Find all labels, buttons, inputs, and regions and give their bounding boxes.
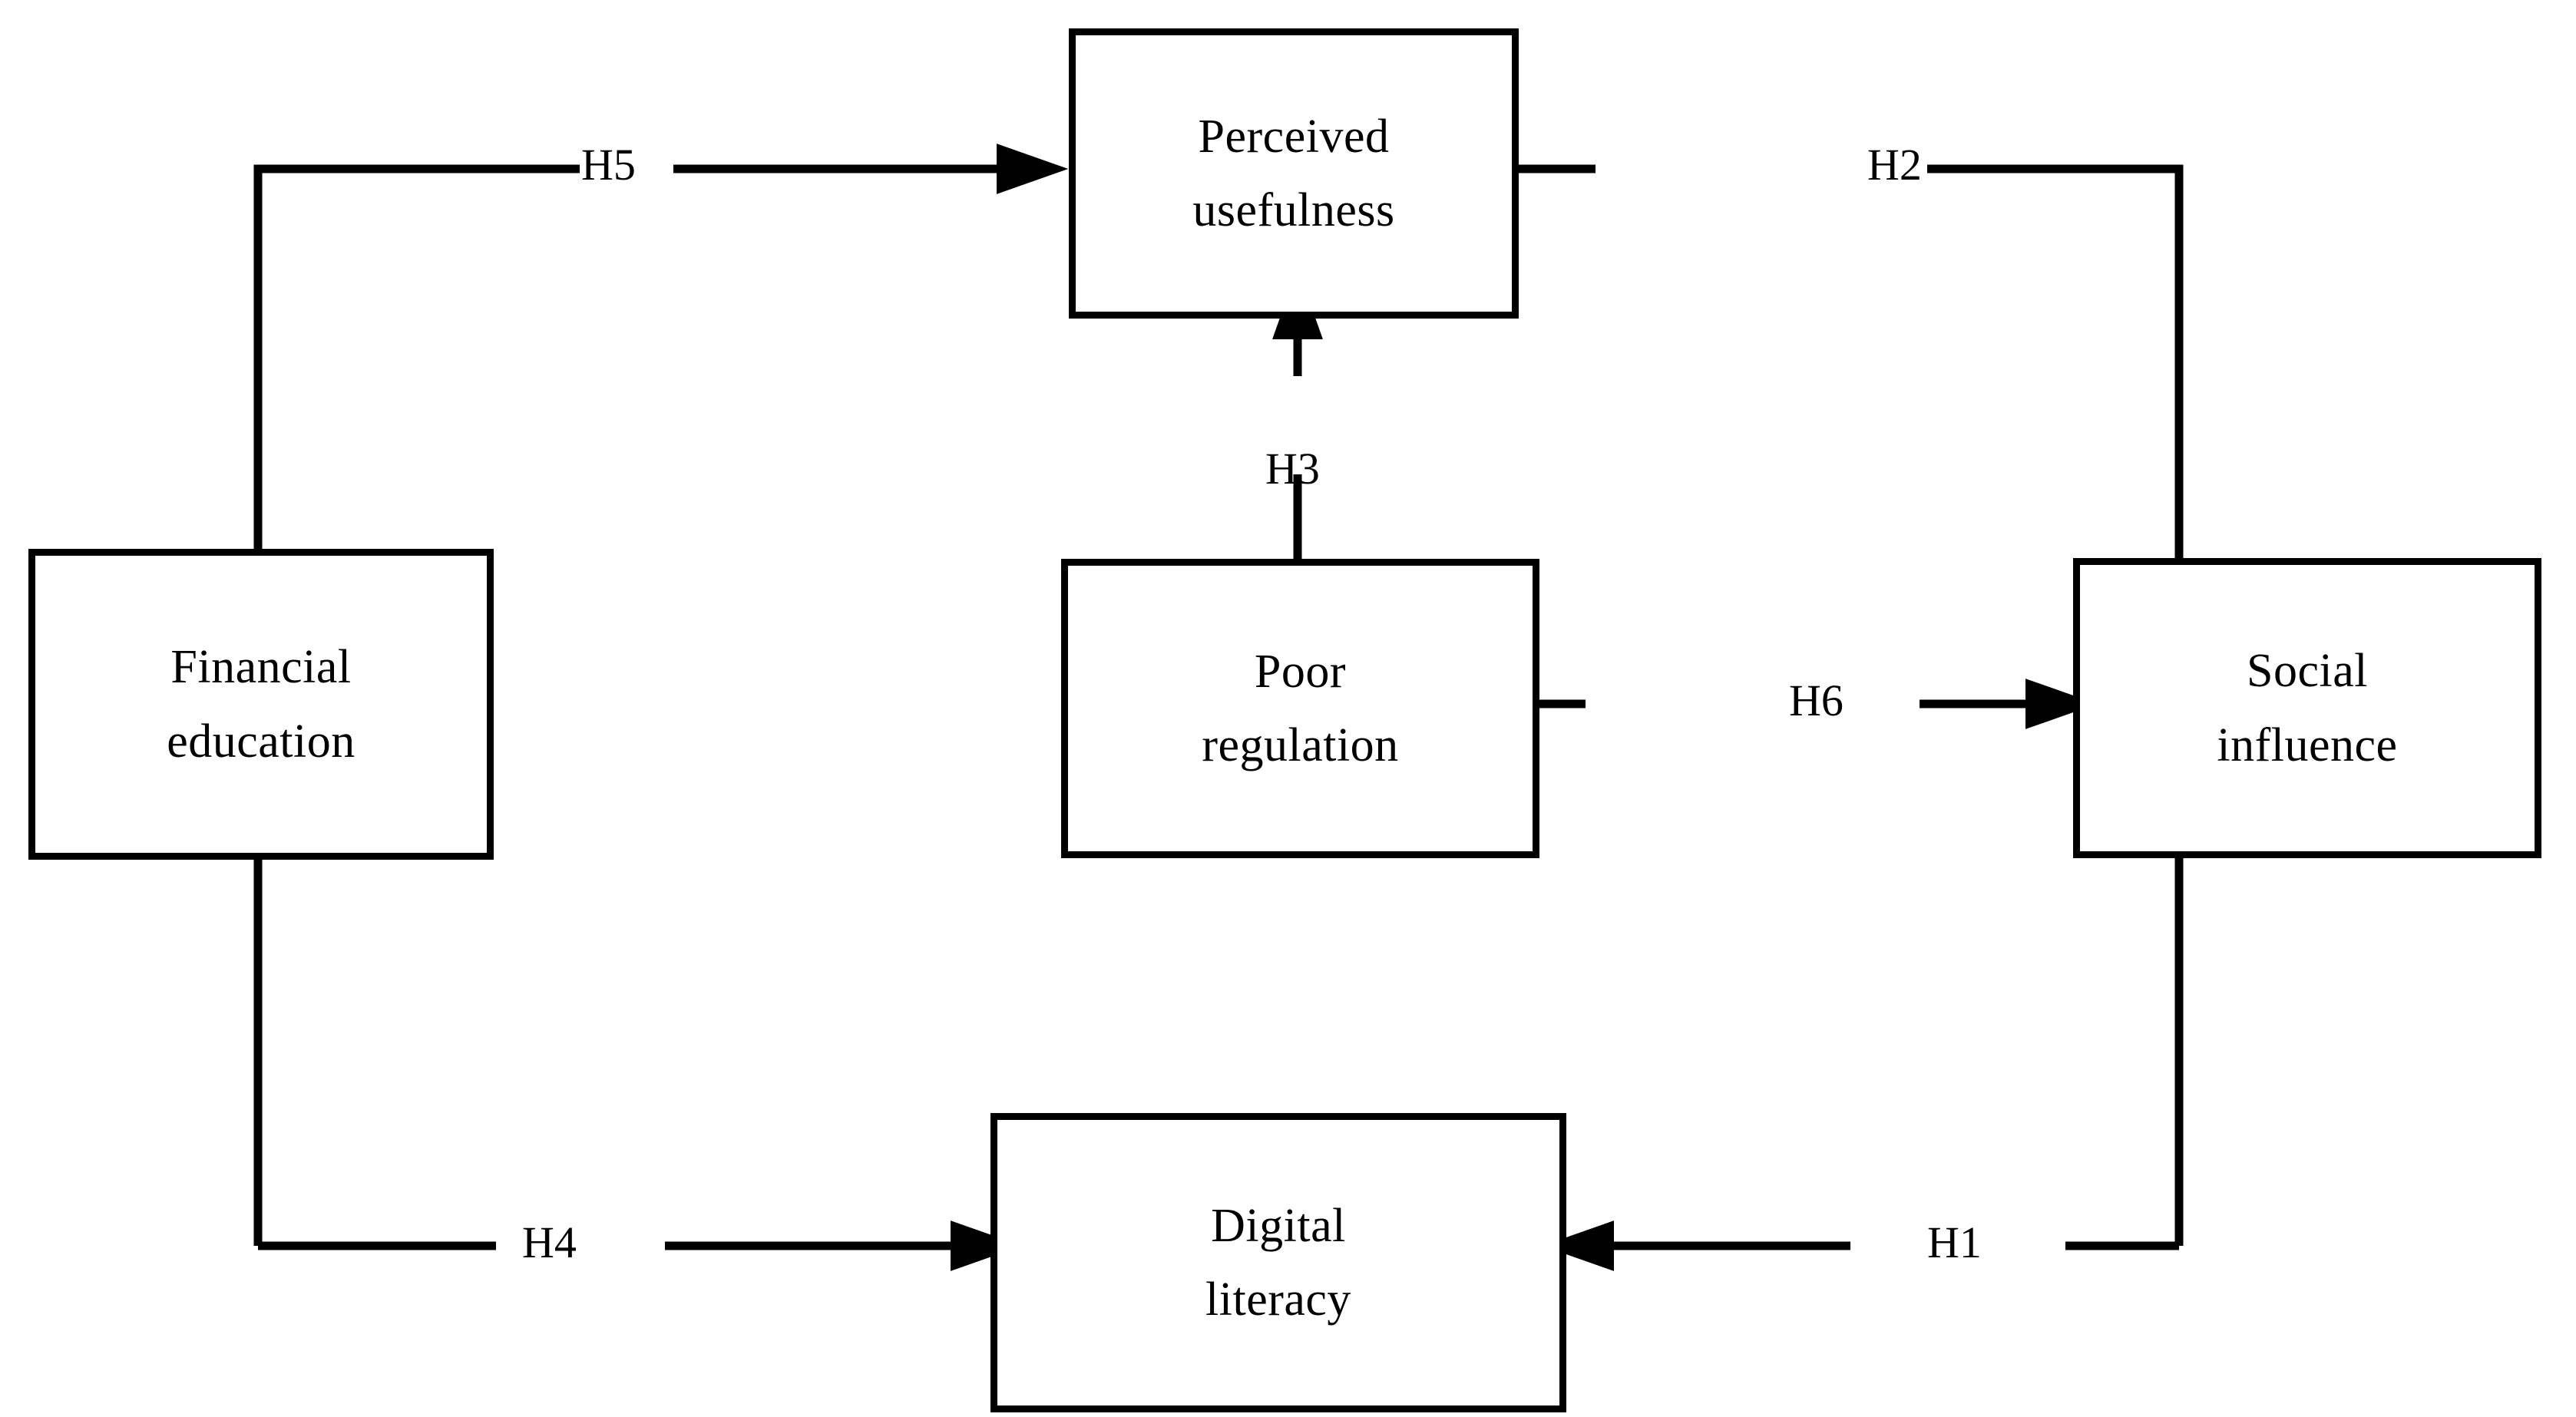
- edge-label-h4: H4: [522, 1217, 577, 1267]
- node-social-influence-line2: influence: [2217, 718, 2398, 771]
- node-financial-education-line2: education: [167, 715, 355, 768]
- node-poor-regulation[interactable]: Poor regulation: [1061, 559, 1539, 858]
- node-digital-literacy-line2: literacy: [1205, 1273, 1351, 1326]
- edge-label-h3: H3: [1265, 444, 1320, 494]
- edge-label-h5: H5: [581, 140, 636, 190]
- edge-label-h6: H6: [1789, 675, 1844, 725]
- edge-label-h1: H1: [1927, 1217, 1982, 1267]
- node-poor-regulation-line1: Poor: [1254, 645, 1347, 698]
- edge-h5-connector: [253, 144, 1069, 1246]
- node-social-influence[interactable]: Social influence: [2073, 558, 2541, 858]
- node-poor-regulation-line2: regulation: [1202, 719, 1399, 771]
- node-financial-education-line1: Financial: [170, 641, 352, 694]
- node-social-influence-line1: Social: [2247, 645, 2368, 698]
- node-financial-education[interactable]: Financial education: [28, 549, 494, 860]
- node-perceived-usefulness-line1: Perceived: [1198, 110, 1390, 163]
- node-perceived-usefulness[interactable]: Perceived usefulness: [1069, 28, 1519, 319]
- node-digital-literacy-line1: Digital: [1211, 1199, 1346, 1252]
- edge-label-h2: H2: [1867, 140, 1922, 190]
- node-digital-literacy[interactable]: Digital literacy: [990, 1113, 1566, 1412]
- node-perceived-usefulness-line2: usefulness: [1192, 184, 1395, 236]
